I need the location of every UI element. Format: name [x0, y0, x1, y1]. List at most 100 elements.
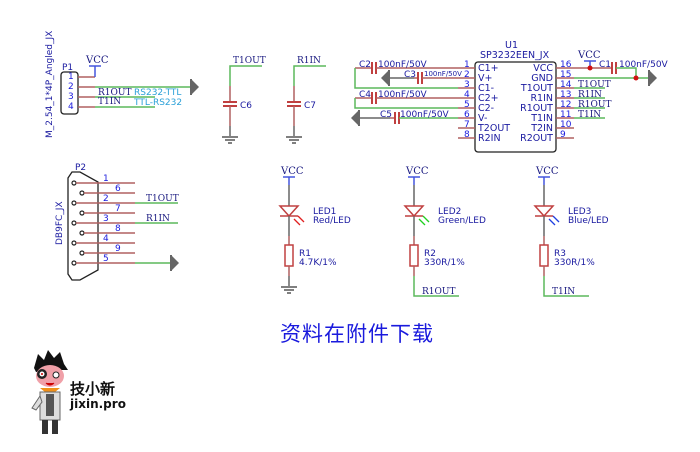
- u1-pin-name: C2+: [478, 93, 499, 104]
- u1-pin-num: 15: [560, 70, 571, 80]
- c4-ref: C4: [359, 90, 371, 100]
- p2-ref: P2: [75, 163, 86, 173]
- c5-ref: C5: [380, 110, 392, 120]
- u1-part: SP3232EEN_JX: [480, 50, 550, 61]
- p1-footprint: M_2.54_1*4P_Angled_JX: [45, 31, 55, 138]
- c4-value: 100nF/50V: [378, 90, 428, 100]
- ground-icon: [381, 70, 390, 86]
- u1-pin-name: VCC: [533, 63, 553, 74]
- resistor-ref: R2: [424, 249, 436, 259]
- p2-footprint: DB9FC_JX: [55, 201, 65, 245]
- brand-url: jixin.pro: [70, 397, 126, 411]
- u1-pin-name: R2OUT: [520, 133, 553, 144]
- u1-net-t1in: T1IN: [578, 110, 601, 120]
- p1-pin-2: 2: [68, 82, 74, 92]
- p2-net-r1in: R1IN: [146, 214, 170, 224]
- u1-pin-num: 3: [464, 80, 470, 90]
- u1-pin-num: 16: [560, 60, 572, 70]
- net-label-r1out: R1OUT: [98, 88, 131, 98]
- c1-ref: C1: [599, 60, 611, 70]
- net-label-r1in: R1IN: [297, 56, 321, 66]
- p1-pin-4: 4: [68, 102, 74, 112]
- led-desc: Red/LED: [313, 216, 351, 226]
- u1-pin-name: T1OUT: [520, 83, 553, 94]
- u1-net-r1in: R1IN: [578, 90, 602, 100]
- p1-pin-3: 3: [68, 92, 74, 102]
- ground-icon: [170, 255, 179, 271]
- mascot-logo: [31, 350, 68, 434]
- charge-pump-caps: C2 100nF/50V C3 100nF/50V C4 100nF/50V C…: [351, 60, 462, 126]
- db9-pin-contact: [71, 180, 77, 186]
- ground-icon: [190, 79, 199, 95]
- u1-pin-name: C1+: [478, 63, 499, 74]
- u1-net-r1out: R1OUT: [578, 100, 611, 110]
- db9-pin-contact: [79, 230, 85, 236]
- ground-icon: [280, 286, 298, 294]
- u1-ref: U1: [505, 40, 518, 51]
- ground-icon: [648, 70, 657, 86]
- u1-pin-num: 14: [560, 80, 572, 90]
- u1-pin-name: R1OUT: [520, 103, 553, 114]
- db9-pin-num: 4: [103, 234, 109, 244]
- resistor-value: 330R/1%: [554, 258, 595, 268]
- c1-value: 100nF/50V: [619, 60, 669, 70]
- u1-pin-num: 7: [464, 120, 470, 130]
- vcc-label: VCC: [280, 166, 304, 177]
- u1-pin-num: 1: [464, 60, 470, 70]
- u1-pin-num: 12: [560, 100, 571, 110]
- db9-pin-contact: [71, 200, 77, 206]
- u1-pin-name: T2IN: [530, 123, 553, 134]
- vcc-label: VCC: [535, 166, 559, 177]
- db9-pin-num: 5: [103, 254, 109, 264]
- brand-name: 技小新: [70, 380, 116, 398]
- u1-pin-name: R2IN: [478, 133, 501, 144]
- u1-pin-num: 6: [464, 110, 470, 120]
- db9-pin-num: 1: [103, 174, 109, 184]
- p1-connector: M_2.54_1*4P_Angled_JX P1 1 2 3 4 VCC R1O…: [45, 31, 199, 138]
- note-ttl-rs232: TTL-RS232: [133, 98, 182, 108]
- db9-pin-contact: [79, 210, 85, 216]
- u1-pin-num: 5: [464, 100, 470, 110]
- u1-pin-name: V+: [478, 73, 492, 84]
- download-notice: 资料在附件下载: [280, 322, 434, 346]
- u1-pin-num: 4: [464, 90, 470, 100]
- u1-pin-name: T2OUT: [477, 123, 510, 134]
- resistor-icon: [409, 244, 419, 267]
- led-desc: Green/LED: [438, 216, 486, 226]
- led-icon: [278, 205, 300, 218]
- led-ref: LED1: [313, 207, 336, 217]
- db9-pin-contact: [71, 220, 77, 226]
- c3-ref: C3: [404, 70, 416, 80]
- u1-net-t1out: T1OUT: [578, 80, 611, 90]
- p1-vcc-label: VCC: [85, 55, 109, 66]
- ground-icon: [221, 136, 239, 144]
- vcc-label: VCC: [405, 166, 429, 177]
- resistor-icon: [284, 244, 294, 267]
- led-icon: [403, 205, 425, 218]
- u1-pin-name: R1IN: [530, 93, 553, 104]
- p1-ref: P1: [62, 63, 73, 73]
- u1-power: VCC C1 100nF/50V T1OUT R1IN R1OUT T1IN: [574, 50, 669, 120]
- p1-pin-1: 1: [68, 72, 74, 82]
- c7-ref: C7: [304, 101, 316, 111]
- db9-pin-contact: [71, 240, 77, 246]
- led-icon: [533, 205, 555, 218]
- db9-pin-contact: [79, 250, 85, 256]
- u1-pin-num: 11: [560, 110, 571, 120]
- note-rs232-ttl: RS232-TTL: [134, 88, 181, 98]
- db9-pin-contact: [79, 190, 85, 196]
- u1-pin-num: 13: [560, 90, 571, 100]
- u1-pin-name: C1-: [478, 83, 494, 94]
- p2-body: [67, 171, 99, 281]
- db9-pin-num: 2: [103, 194, 109, 204]
- led-ref: LED3: [568, 207, 591, 217]
- db9-pin-num: 7: [115, 204, 121, 214]
- c2-ref: C2: [359, 60, 371, 70]
- u1-pin-name: T1IN: [530, 113, 553, 124]
